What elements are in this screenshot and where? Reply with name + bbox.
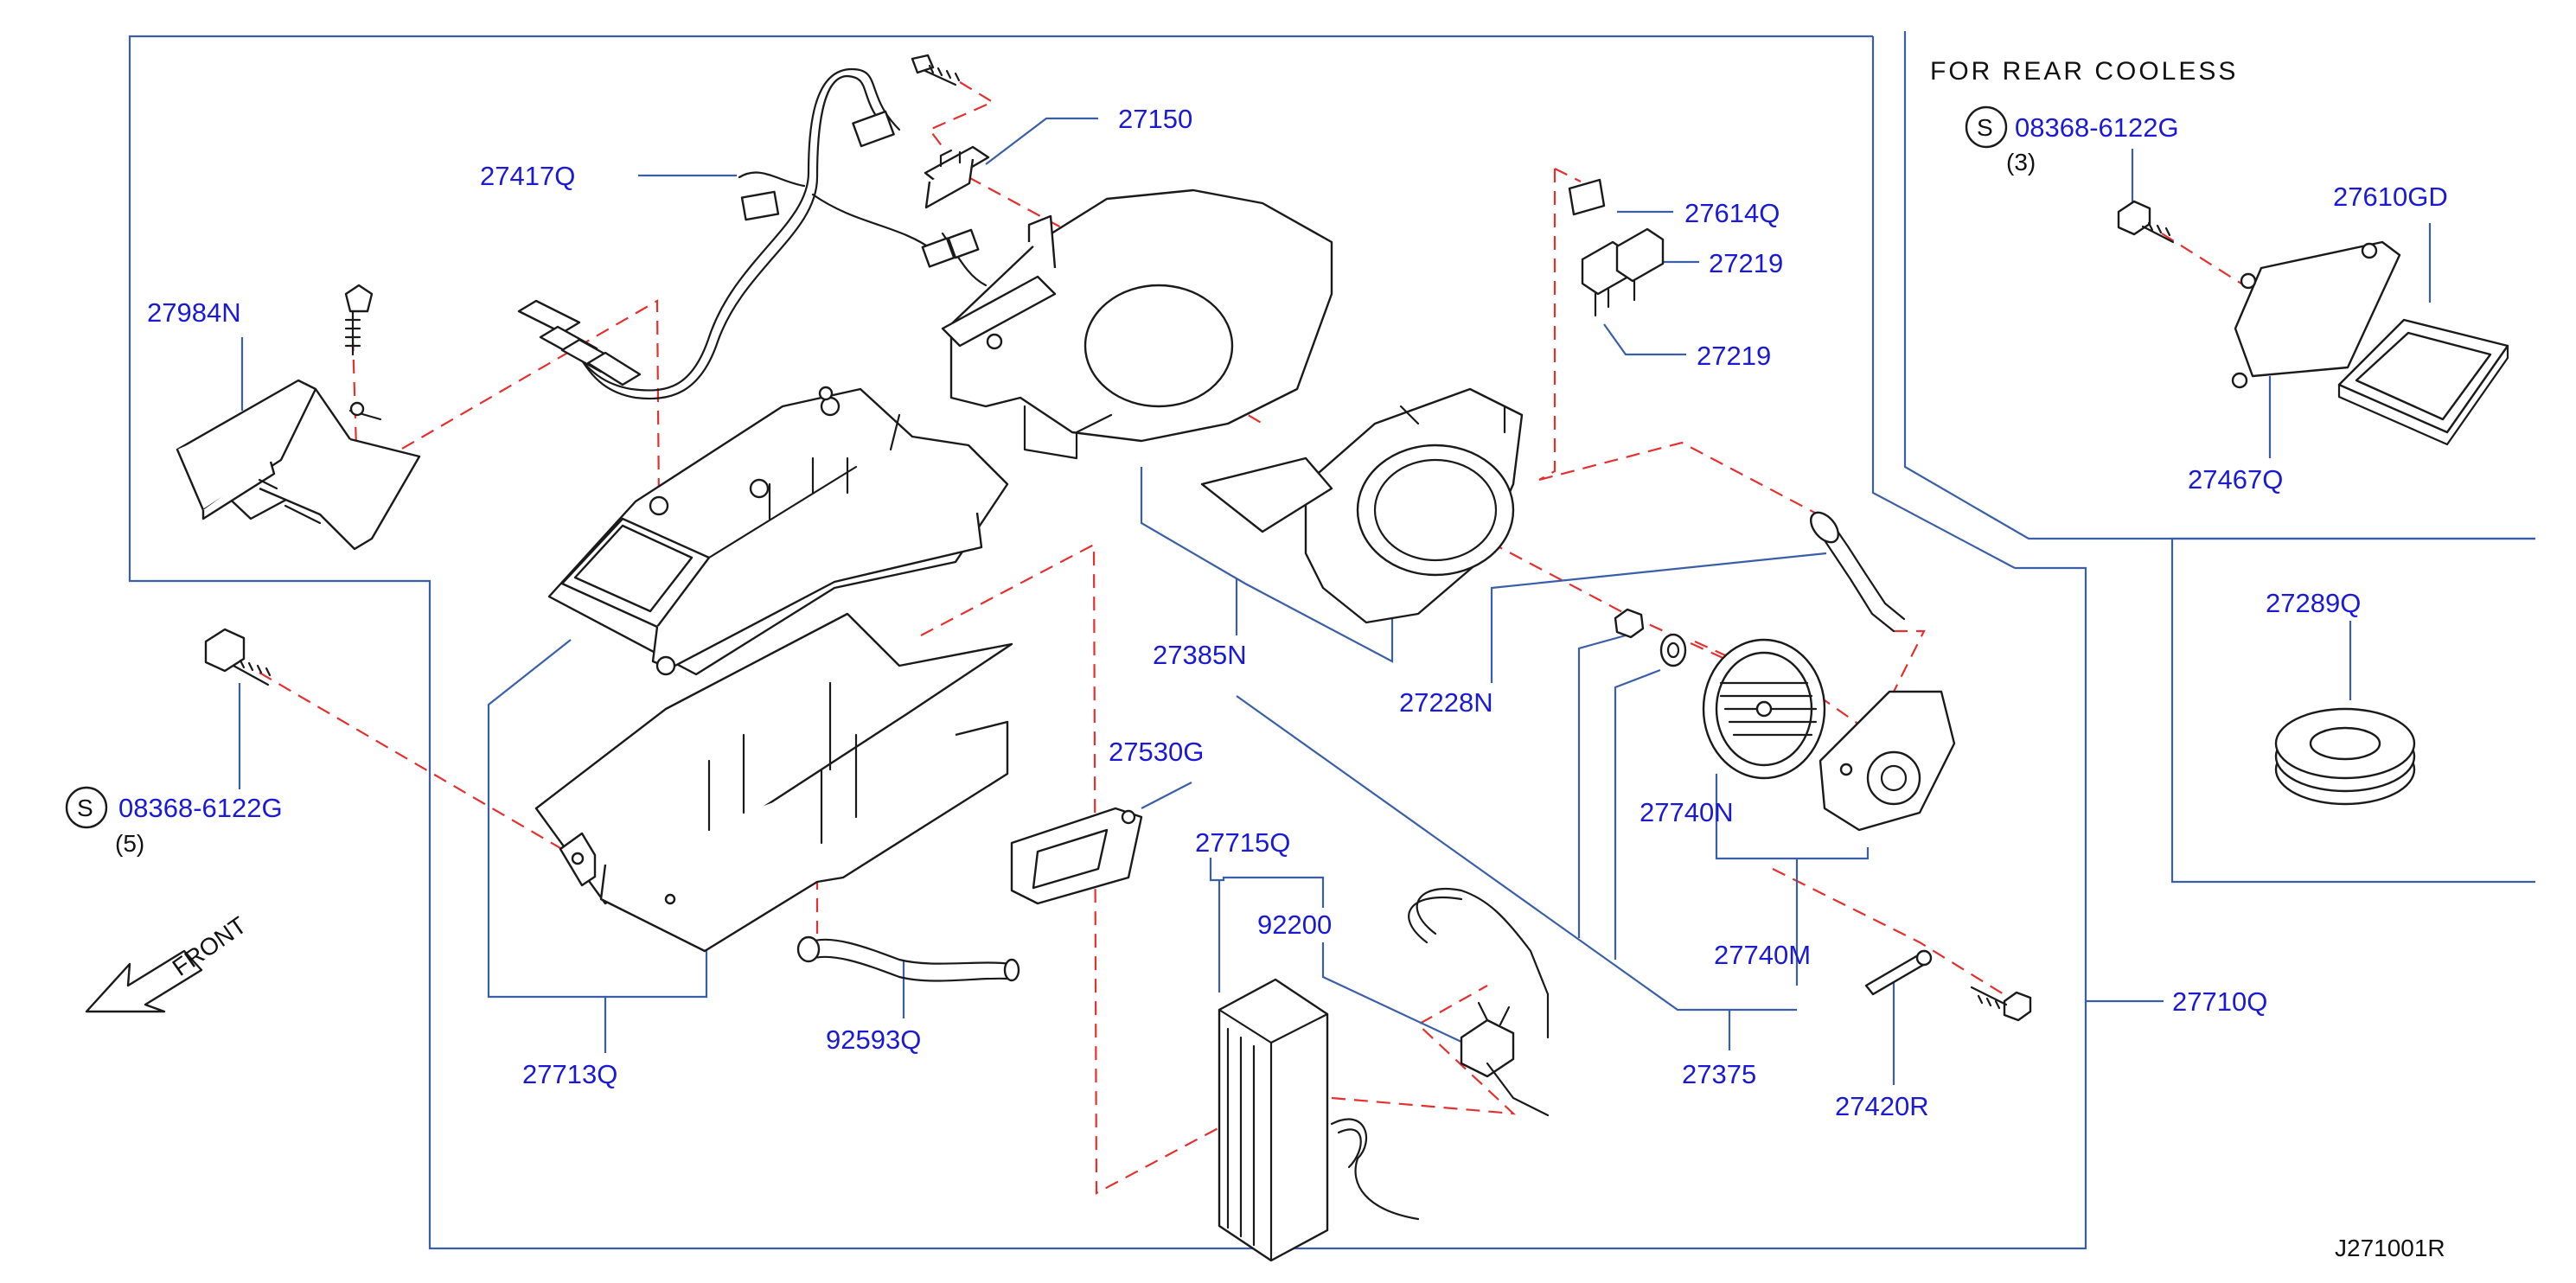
- dash-evap-valve: [1331, 985, 1517, 1115]
- label-27417Q[interactable]: 27417Q: [480, 161, 575, 191]
- leader-27530G: [1141, 782, 1192, 809]
- label-27375[interactable]: 27375: [1682, 1059, 1756, 1089]
- gasket-27610GD-icon: [2337, 318, 2509, 446]
- expansion-valve-icon: [1408, 888, 1550, 1117]
- label-27610GD[interactable]: 27610GD: [2333, 182, 2448, 212]
- relay-27219-icon: [1568, 178, 1665, 317]
- leader-27219b: [1603, 323, 1686, 356]
- part-labels: FOR REAR COOLESS S 08368-6122G (3) S 083…: [65, 57, 2448, 1261]
- bolt-main-symbol: [65, 786, 108, 829]
- leader-92200: [1321, 942, 1462, 1043]
- qty-bolt-main: (5): [115, 830, 144, 857]
- bracket-27530G-icon: [1010, 807, 1143, 905]
- dash-27740M: [1772, 868, 2016, 1002]
- cover-plate-27467Q-icon: [2231, 240, 2401, 389]
- rear-frame: [1903, 31, 2535, 540]
- grommet-27289Q-icon: [2274, 707, 2416, 806]
- leader-27375: [1236, 695, 1797, 1012]
- bolt-main-symbol-text: S: [77, 795, 93, 821]
- dash-ring-motor: [1469, 531, 1756, 674]
- dash-screw-27150: [928, 81, 995, 148]
- label-92200[interactable]: 92200: [1257, 910, 1332, 940]
- label-27228N[interactable]: 27228N: [1399, 687, 1493, 718]
- label-27219-b[interactable]: 27219: [1697, 341, 1771, 371]
- leader-27715Q: [1209, 858, 1325, 908]
- wiring-harness-icon: [517, 67, 988, 400]
- label-27150[interactable]: 27150: [1118, 104, 1192, 134]
- blower-case-icon: [941, 188, 1333, 460]
- blower-fan-icon: [1702, 638, 1826, 780]
- dash-harness-intake: [362, 299, 661, 507]
- label-27467Q[interactable]: 27467Q: [2188, 464, 2283, 495]
- screw-right-icon: [1970, 986, 2032, 1022]
- bolt-main-icon: [204, 628, 272, 686]
- screw-top-icon: [911, 54, 961, 86]
- hose-icon: [1809, 511, 1906, 633]
- label-27289Q[interactable]: 27289Q: [2266, 588, 2361, 618]
- heading-rear-cooless: FOR REAR COOLESS: [1930, 57, 2238, 86]
- bolt-rear-icon: [2117, 200, 2175, 244]
- bolt-rear-symbol: [1965, 105, 2008, 149]
- leader-27385N: [1140, 467, 1394, 663]
- dash-bolt-left: [259, 672, 567, 852]
- leader-27713Q: [487, 639, 607, 1053]
- pin-27420R-icon: [1864, 949, 1933, 996]
- qty-bolt-rear: (3): [2006, 149, 2036, 176]
- connector-27150-icon: [924, 145, 990, 209]
- label-27715Q[interactable]: 27715Q: [1195, 827, 1290, 858]
- label-27385N[interactable]: 27385N: [1153, 640, 1247, 670]
- bolt-rear-symbol-text: S: [1977, 114, 1993, 141]
- label-92593Q[interactable]: 92593Q: [826, 1024, 921, 1055]
- leader-27375-a: [1577, 634, 1627, 938]
- front-label: FRONT: [168, 911, 252, 981]
- ref-code: J271001R: [2335, 1235, 2445, 1261]
- label-bolt-rear[interactable]: 08368-6122G: [2015, 112, 2179, 143]
- dash-27150-case: [968, 176, 1073, 234]
- main-frame-right-edge: [1871, 36, 2016, 569]
- dash-hose-motor: [1538, 441, 1827, 520]
- label-27530G[interactable]: 27530G: [1109, 737, 1204, 767]
- lower-case-icon: [534, 612, 1013, 953]
- intake-housing-icon: [547, 386, 1009, 676]
- label-bolt-main[interactable]: 08368-6122G: [118, 793, 283, 823]
- duct-27984N-icon: [176, 284, 421, 551]
- dash-resistor: [1538, 169, 1556, 481]
- leader-27740N: [1715, 774, 1870, 860]
- label-27710Q[interactable]: 27710Q: [2172, 986, 2267, 1017]
- nut-27228N-icon: [1614, 608, 1687, 667]
- label-27614Q[interactable]: 27614Q: [1684, 198, 1780, 228]
- blower-motor-icon: [1819, 690, 1956, 832]
- label-27713Q[interactable]: 27713Q: [522, 1059, 617, 1089]
- dash-rear-bolt: [2161, 233, 2242, 284]
- evaporator-icon: [1218, 978, 1420, 1262]
- label-27219-a[interactable]: 27219: [1709, 248, 1783, 278]
- label-27984N[interactable]: 27984N: [147, 297, 241, 328]
- front-arrow-icon: [85, 949, 203, 1013]
- blower-case-lower-icon: [1200, 387, 1524, 624]
- label-27740N[interactable]: 27740N: [1640, 797, 1734, 827]
- leader-27375-b: [1614, 668, 1661, 960]
- frame-lines: [128, 31, 2535, 1250]
- label-27740M[interactable]: 27740M: [1714, 940, 1811, 970]
- main-frame: [128, 35, 2087, 1250]
- label-27420R[interactable]: 27420R: [1835, 1091, 1929, 1121]
- leader-27228N: [1490, 552, 1827, 683]
- grommet-frame: [2170, 537, 2535, 884]
- drain-hose-icon: [796, 935, 1020, 982]
- dash-resistor-top: [1554, 168, 1582, 182]
- leader-27150: [985, 117, 1098, 165]
